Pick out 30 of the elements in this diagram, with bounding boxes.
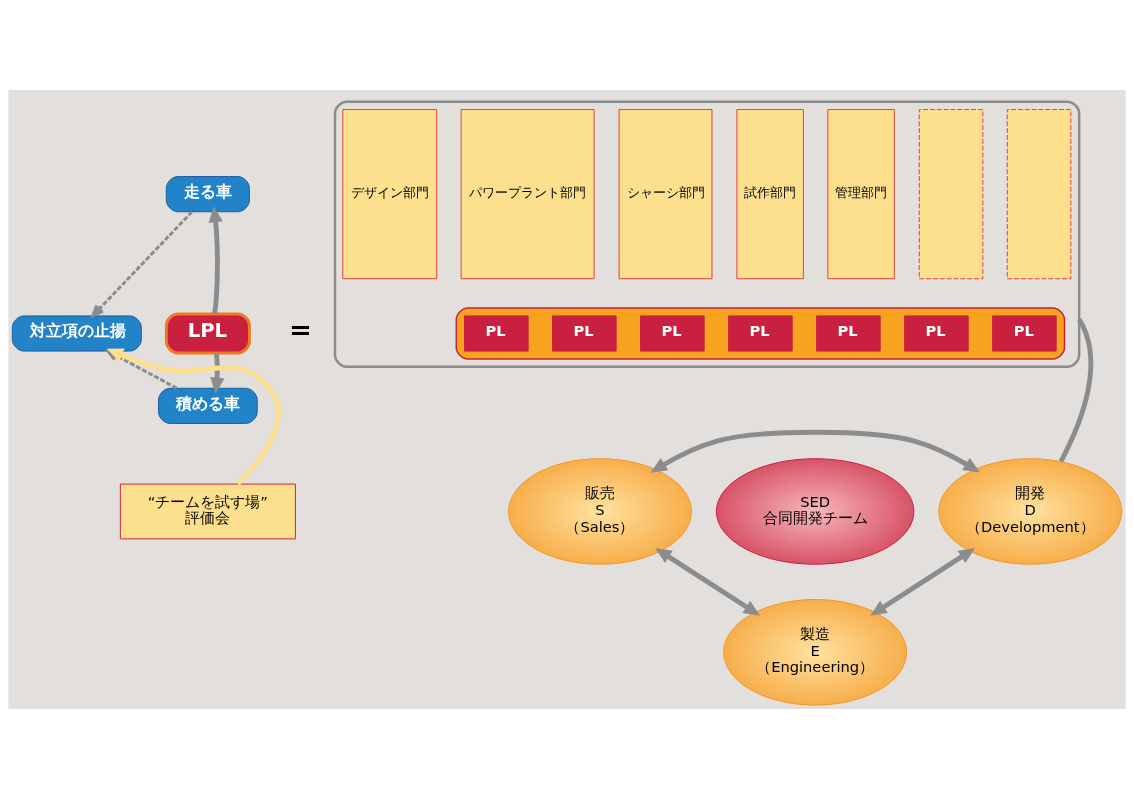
- node-box: [1006, 108, 1072, 279]
- arrow: [650, 429, 980, 473]
- node-box: PL: [728, 314, 793, 352]
- arrow: [870, 547, 976, 616]
- node-box: [918, 108, 984, 279]
- cluster: [455, 306, 1066, 360]
- arrow: [208, 205, 223, 314]
- label: =: [289, 313, 312, 345]
- node-box: 対立項の止揚: [11, 314, 142, 352]
- node-box: PL: [464, 314, 529, 352]
- connector: [1058, 317, 1094, 462]
- node-box: PL: [816, 314, 881, 352]
- node-box: PL: [904, 314, 969, 352]
- node-box: シャーシ部門: [618, 108, 713, 279]
- node-ellipse: SED 合同開発チーム: [715, 457, 915, 565]
- node-box: PL: [992, 314, 1057, 352]
- node-box: デザイン部門: [342, 108, 438, 279]
- node-box: PL: [552, 314, 617, 352]
- cluster: [333, 100, 1081, 368]
- arrow: [210, 352, 225, 394]
- node-box: 走る車: [165, 175, 250, 212]
- node-box: 積める車: [158, 387, 258, 424]
- node-box: “チームを試す場” 評価会: [119, 483, 296, 539]
- node-box: パワープラント部門: [460, 108, 595, 279]
- node-box: LPL: [164, 311, 251, 354]
- arrow: [91, 210, 193, 317]
- node-box: 管理部門: [827, 108, 895, 279]
- arrow: [655, 547, 761, 616]
- node-box: PL: [640, 314, 705, 352]
- node-box: 試作部門: [736, 108, 804, 279]
